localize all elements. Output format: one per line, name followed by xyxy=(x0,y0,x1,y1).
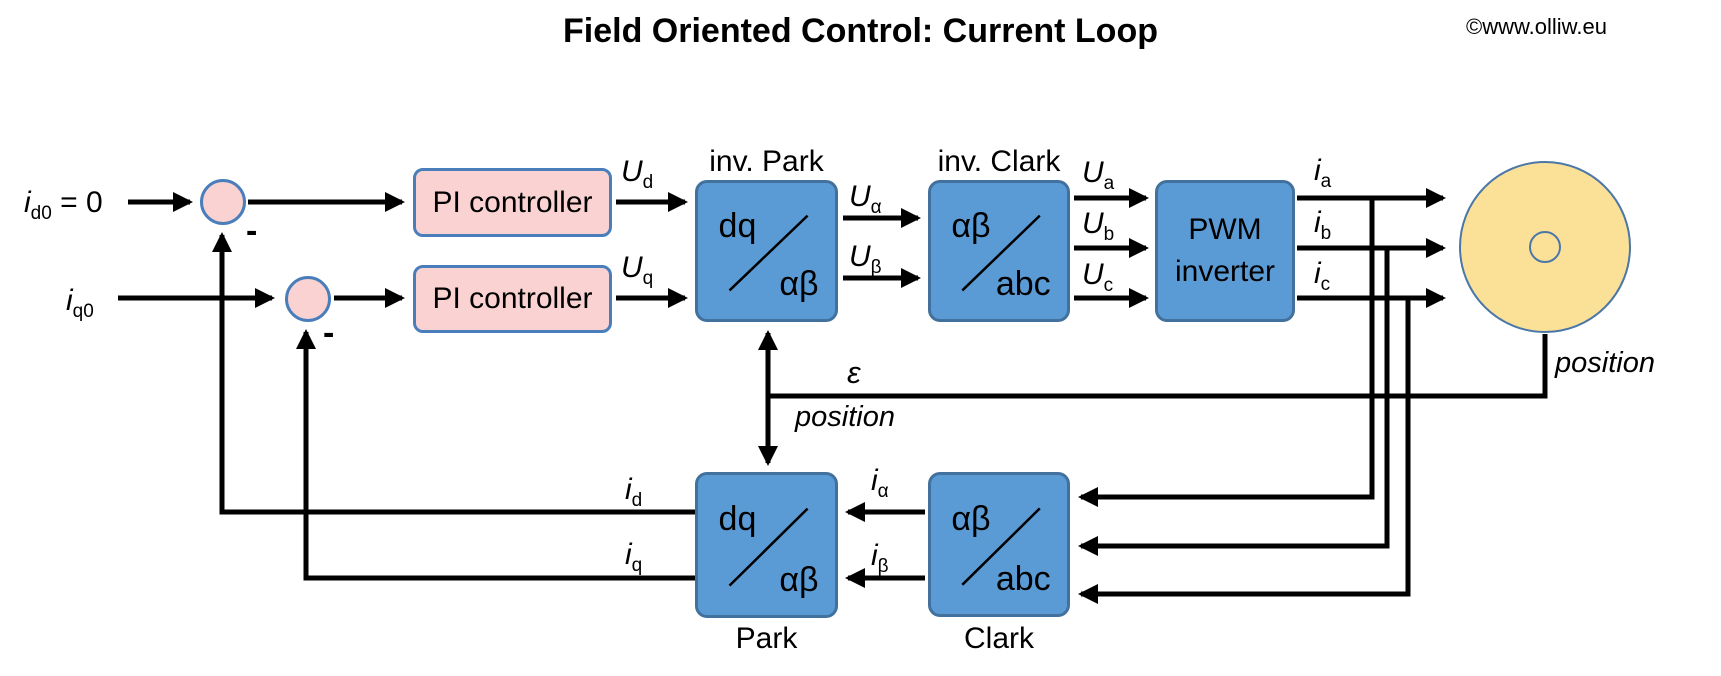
wire-iq-park-to-sumq xyxy=(296,329,695,581)
inv-park-caption: inv. Park xyxy=(709,145,824,178)
label-iq0-setpoint: iq0 xyxy=(66,284,94,322)
transform-slash-icon xyxy=(931,475,1067,614)
wire-motor-position-out xyxy=(766,334,1548,399)
label-ialpha: iα xyxy=(871,464,889,502)
block-clark: αβ abc xyxy=(928,472,1070,617)
block-pi-controller-d: PI controller xyxy=(413,168,612,237)
inv-clark-caption: inv. Clark xyxy=(937,145,1061,178)
label-id0-setpoint: id0 = 0 xyxy=(24,186,103,224)
wire-ic-tap-to-clark xyxy=(1078,298,1411,604)
inv-park-to-text: αβ xyxy=(779,265,819,304)
block-park: dq αβ xyxy=(695,472,838,618)
transform-slash-icon xyxy=(698,183,835,319)
label-ibeta: iβ xyxy=(871,539,889,577)
inv-clark-from-text: αβ xyxy=(951,207,991,246)
label-ub: Ub xyxy=(1082,207,1115,245)
label-ud: Ud xyxy=(621,155,654,193)
park-from-text: dq xyxy=(718,500,757,539)
block-inv-clark: αβ abc xyxy=(928,180,1070,322)
label-iq-feedback: iq xyxy=(625,538,643,576)
pi-controller-q-label: PI controller xyxy=(432,282,593,315)
transform-slash-icon xyxy=(698,475,835,615)
pwm-inverter-line1: PWM xyxy=(1188,213,1262,246)
inv-park-from-text: dq xyxy=(718,207,757,246)
transform-slash-icon xyxy=(931,183,1067,319)
sum-q-minus-sign: - xyxy=(323,314,335,352)
label-ualpha: Uα xyxy=(849,180,882,218)
clark-from-text: αβ xyxy=(951,500,991,539)
block-pi-controller-q: PI controller xyxy=(413,265,612,333)
wire-ia-tap-to-clark xyxy=(1078,198,1375,507)
pi-controller-d-label: PI controller xyxy=(432,185,593,219)
label-ua: Ua xyxy=(1082,156,1115,194)
motor xyxy=(1459,161,1631,333)
sum-d-minus-sign: - xyxy=(246,212,258,250)
sum-junction-d xyxy=(200,179,246,225)
label-ia: ia xyxy=(1314,154,1332,192)
label-ib: ib xyxy=(1314,206,1332,244)
block-pwm-inverter: PWM inverter xyxy=(1155,180,1295,322)
sum-junction-q xyxy=(285,276,331,322)
feedback-path-wires xyxy=(212,198,1548,604)
park-to-text: αβ xyxy=(779,560,819,599)
label-ubeta: Uβ xyxy=(849,240,882,278)
label-ic: ic xyxy=(1314,257,1331,295)
clark-caption: Clark xyxy=(963,622,1034,655)
park-caption: Park xyxy=(735,622,798,655)
label-position-motor: position xyxy=(1555,347,1655,379)
wire-id-park-to-sumd xyxy=(212,232,695,515)
diagram-title: Field Oriented Control: Current Loop xyxy=(563,12,1158,50)
label-uq: Uq xyxy=(621,251,654,289)
motor-shaft-icon xyxy=(1529,231,1561,263)
block-inv-park: dq αβ xyxy=(695,180,838,322)
label-id-feedback: id xyxy=(625,473,643,511)
label-uc: Uc xyxy=(1082,258,1114,296)
clark-to-text: abc xyxy=(995,559,1051,598)
wire-ib-tap-to-clark xyxy=(1078,248,1390,556)
inv-clark-to-text: abc xyxy=(995,265,1051,304)
pwm-inverter-line2: inverter xyxy=(1174,255,1276,288)
label-position-feedback: position xyxy=(795,401,895,433)
copyright-watermark: ©www.olliw.eu xyxy=(1466,14,1607,39)
label-epsilon: ε xyxy=(847,355,861,390)
